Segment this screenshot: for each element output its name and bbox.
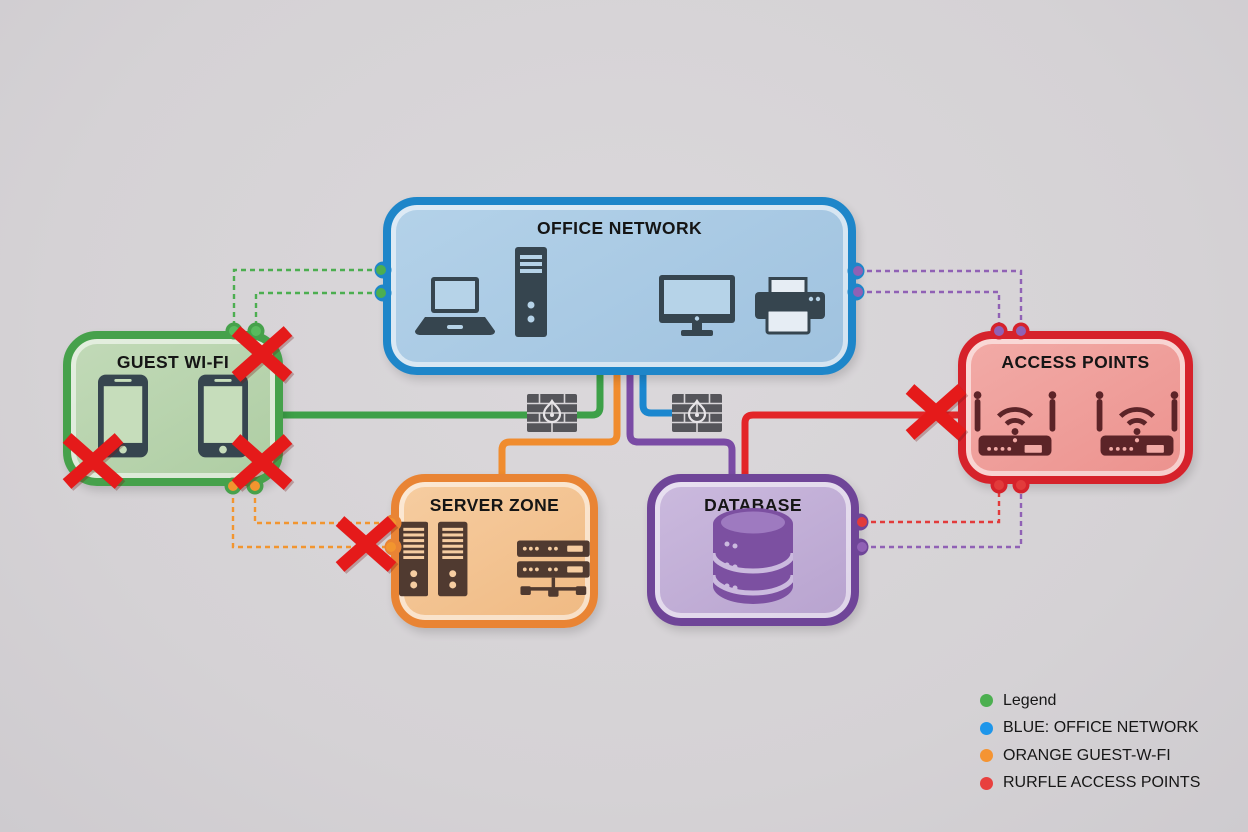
legend-label: Legend — [1003, 691, 1057, 709]
legend-dot-green-icon — [980, 694, 993, 708]
link-office-to-access-points-dashed-1 — [858, 269, 1023, 328]
legend-dot-red-icon — [980, 776, 993, 790]
smartphone-icon — [98, 374, 148, 458]
legend-dot-orange-icon — [980, 749, 993, 763]
legend-label: BLUE: OFFICE NETWORK — [1003, 719, 1199, 737]
server-tower-icon — [399, 521, 429, 597]
server-zone-title: SERVER ZONE — [429, 495, 560, 515]
legend-item: ORANGE GUEST-W-FI — [980, 742, 1200, 770]
legend-item: Legend — [980, 687, 1200, 715]
access-points-devices — [966, 387, 1185, 457]
link-database-to-access-points-dashed-purple — [862, 487, 1023, 549]
monitor-icon — [658, 275, 735, 336]
database-icon — [713, 508, 793, 604]
legend: Legend BLUE: OFFICE NETWORK ORANGE GUEST… — [980, 687, 1200, 797]
wireless-router-icon — [973, 391, 1056, 456]
blocked-x-icon — [910, 389, 964, 437]
guest-wifi-devices — [71, 374, 275, 458]
legend-label: RURFLE ACCESS POINTS — [1003, 774, 1201, 792]
database-devices — [655, 508, 851, 604]
firewall-icon — [525, 392, 579, 434]
node-access-points: ACCESS POINTS — [958, 331, 1193, 484]
link-access-points-to-database-solid — [741, 411, 960, 477]
link-guest-wifi-to-office-solid — [280, 373, 604, 419]
blocked-x-icon — [236, 331, 290, 379]
legend-label: ORANGE GUEST-W-FI — [1003, 746, 1171, 764]
printer-icon — [754, 277, 825, 335]
office-network-title: OFFICE NETWORK — [536, 218, 703, 238]
wireless-router-icon — [1095, 391, 1178, 456]
connector-dots — [224, 261, 1030, 556]
laptop-icon — [414, 277, 495, 335]
guest-wifi-title: GUEST WI-FI — [116, 352, 230, 372]
link-office-to-access-points-dashed-2 — [858, 290, 1001, 328]
link-office-to-database-solid — [626, 373, 736, 477]
firewall-icon — [670, 392, 724, 434]
server-tower-icon — [438, 521, 468, 597]
node-guest-wifi: GUEST WI-FI — [63, 331, 283, 486]
server-zone-devices — [399, 516, 591, 602]
link-guest-wifi-to-server-zone-dashed-1 — [231, 489, 390, 549]
database-title: DATABASE — [704, 495, 802, 515]
blocked-x-icon — [236, 439, 290, 487]
link-office-to-server-zone-solid — [498, 373, 621, 477]
link-office-to-guest-wifi-dashed-2 — [254, 291, 381, 328]
legend-item: RURFLE ACCESS POINTS — [980, 770, 1200, 798]
legend-dot-blue-icon — [980, 721, 993, 735]
access-points-title: ACCESS POINTS — [1001, 352, 1150, 372]
link-office-to-firewall-solid — [639, 373, 705, 417]
link-guest-wifi-to-server-zone-dashed-2 — [253, 489, 390, 525]
smartphone-icon — [198, 374, 248, 458]
legend-item: BLUE: OFFICE NETWORK — [980, 715, 1200, 743]
desktop-tower-icon — [514, 247, 547, 337]
blocked-x-icon — [67, 438, 121, 486]
rack-switch-icon — [517, 540, 591, 597]
office-network-devices — [391, 247, 848, 337]
link-office-to-guest-wifi-dashed-1 — [232, 268, 381, 328]
node-server-zone: SERVER ZONE — [391, 474, 598, 628]
link-database-to-access-points-dashed-red — [862, 487, 1001, 524]
node-database: DATABASE — [647, 474, 859, 626]
